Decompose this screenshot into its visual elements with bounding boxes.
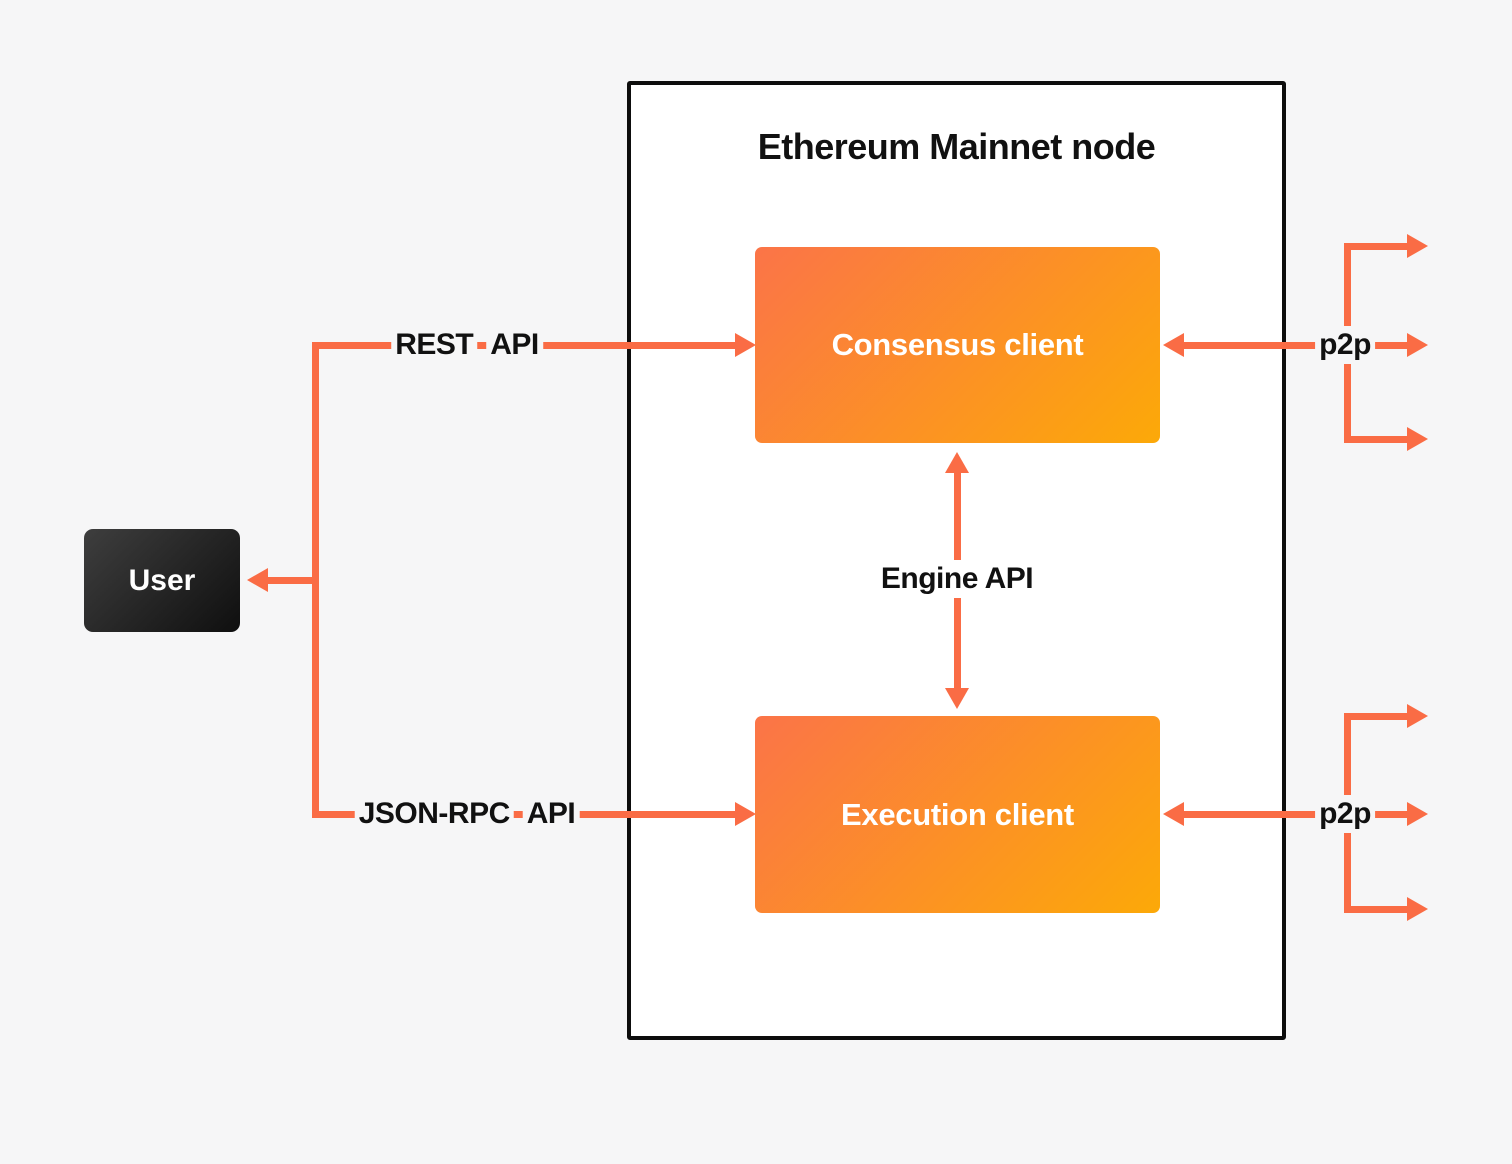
user-arrowhead-icon	[247, 568, 268, 592]
consensus-client-box: Consensus client	[755, 247, 1160, 443]
json-rpc-api-label: JSON-RPC API	[354, 795, 580, 833]
user-arrow-line	[267, 577, 319, 584]
p2p-consensus-arrowhead-upper-icon	[1407, 234, 1428, 258]
p2p-execution-upper-line	[1344, 713, 1408, 720]
json-rpc-api-label-word-2: API	[522, 795, 580, 833]
rest-api-label: REST API	[391, 326, 543, 364]
p2p-execution-label-text: p2p	[1315, 795, 1375, 833]
p2p-execution-arrowhead-upper-icon	[1407, 704, 1428, 728]
engine-api-arrowhead-down-icon	[945, 688, 969, 709]
consensus-client-label: Consensus client	[831, 327, 1084, 362]
p2p-execution-label: p2p	[1315, 795, 1375, 833]
json-rpc-api-label-word-1: JSON-RPC	[354, 795, 514, 833]
engine-api-label: Engine API	[872, 560, 1042, 598]
p2p-execution-main-line	[1184, 811, 1408, 818]
p2p-consensus-label: p2p	[1315, 326, 1375, 364]
rest-api-arrowhead-icon	[735, 333, 756, 357]
p2p-execution-lower-line	[1344, 906, 1408, 913]
p2p-execution-arrowhead-lower-icon	[1407, 897, 1428, 921]
node-title: Ethereum Mainnet node	[757, 126, 1156, 167]
p2p-consensus-arrowhead-into-box-icon	[1163, 333, 1184, 357]
p2p-execution-arrowhead-into-box-icon	[1163, 802, 1184, 826]
execution-client-box: Execution client	[755, 716, 1160, 913]
p2p-consensus-upper-line	[1344, 243, 1408, 250]
p2p-consensus-main-line	[1184, 342, 1408, 349]
p2p-consensus-lower-line	[1344, 436, 1408, 443]
p2p-consensus-arrowhead-lower-icon	[1407, 427, 1428, 451]
json-rpc-api-arrowhead-icon	[735, 802, 756, 826]
rest-api-label-word-1: REST	[391, 326, 478, 364]
engine-api-arrowhead-up-icon	[945, 452, 969, 473]
p2p-execution-arrowhead-middle-icon	[1407, 802, 1428, 826]
p2p-consensus-label-text: p2p	[1315, 326, 1375, 364]
execution-client-label: Execution client	[841, 796, 1074, 832]
engine-api-label-text: Engine API	[872, 560, 1042, 598]
p2p-consensus-arrowhead-middle-icon	[1407, 333, 1428, 357]
rest-api-label-word-2: API	[486, 326, 543, 364]
user-box: User	[84, 529, 240, 632]
user-box-label: User	[128, 563, 196, 597]
